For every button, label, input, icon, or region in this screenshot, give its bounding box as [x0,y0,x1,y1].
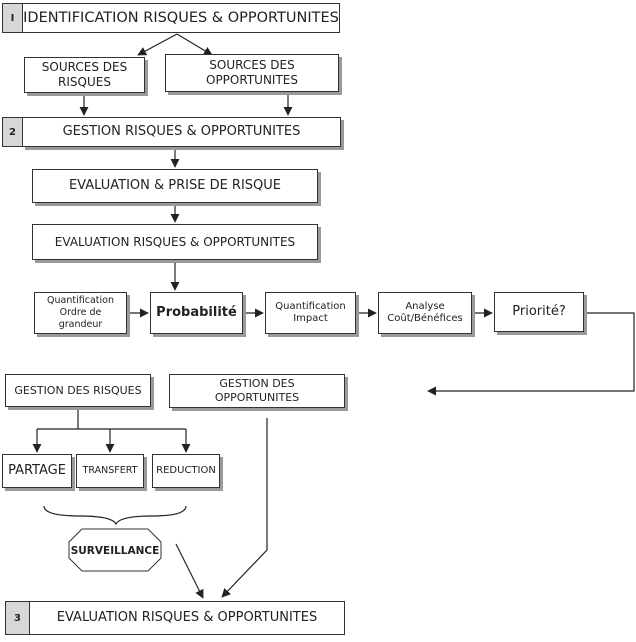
evaluation-prise-box: EVALUATION & PRISE DE RISQUE [32,169,318,203]
arrow-surveillance-to-evaluation [175,543,204,599]
surveillance-label: SURVEILLANCE [71,545,160,557]
quantification-ordre-box: Quantification Ordre de grandeur [34,292,127,334]
arrow-identification-to-sources-opportunites [176,33,213,56]
arrow-priorite-loop [427,312,635,396]
gestion-opportunites-box: GESTION DES OPPORTUNITES [169,374,345,408]
reduction-box: REDUCTION [152,454,220,488]
gestion-box: GESTION RISQUES & OPPORTUNITES [22,117,341,147]
step-number-3: 3 [5,601,30,635]
evaluation-risques-box: EVALUATION RISQUES & OPPORTUNITES [32,224,318,260]
step-number-1: I [2,3,23,33]
arrow-opportunites-to-evaluation [221,418,268,598]
sources-risques-box: SOURCES DES RISQUES [24,57,145,93]
probabilite-box: Probabilité [150,292,243,334]
quantification-impact-box: Quantification Impact [265,292,356,334]
final-evaluation-box: EVALUATION RISQUES & OPPORTUNITES [29,601,345,635]
arrow-identification-to-sources-risques [137,33,178,56]
partage-box: PARTAGE [2,454,72,488]
priorite-box: Priorité? [494,292,584,332]
gestion-risques-box: GESTION DES RISQUES [5,374,151,407]
transfert-box: TRANSFERT [76,454,144,488]
identification-box: IDENTIFICATION RISQUES & OPPORTUNITES [22,3,340,33]
curly-brace [43,505,187,526]
analyse-box: Analyse Coût/Bénéfices [378,292,472,334]
sources-opportunites-box: SOURCES DES OPPORTUNITES [165,54,339,92]
step-number-2: 2 [2,117,23,147]
surveillance-octagon: SURVEILLANCE [68,528,162,572]
